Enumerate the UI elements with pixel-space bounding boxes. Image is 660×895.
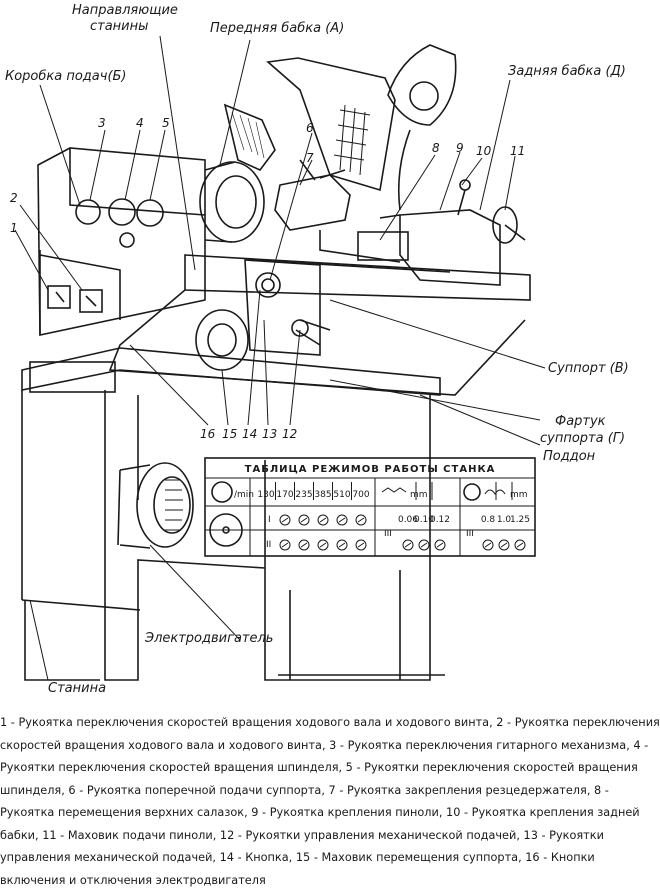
num-4: 4 <box>136 116 144 130</box>
num-12: 12 <box>282 427 297 441</box>
rpm-value-3: 385 <box>314 490 331 500</box>
thread-value-1: 1.0 <box>497 515 512 525</box>
rpm-value-0: 130 <box>257 490 274 500</box>
knob-slot-0 <box>281 517 289 523</box>
num-16: 16 <box>200 427 216 441</box>
knob-slot-10 <box>404 542 412 548</box>
part-labels: Направляющие станины Передняя бабка (А) … <box>5 3 629 696</box>
roman-iii-left: III <box>384 529 392 539</box>
knob-slot-15 <box>516 542 524 548</box>
knob-slot-8 <box>338 542 346 548</box>
knob-mark-12 <box>434 539 446 551</box>
knob-slot-9 <box>357 542 365 548</box>
thread-value-0: 0.8 <box>481 515 496 525</box>
rpm-value-1: 170 <box>276 490 293 500</box>
feed-value-1: 0.10 <box>414 515 434 525</box>
roman-i: I <box>268 515 271 525</box>
label-feedbox: Коробка подач(Б) <box>5 69 127 84</box>
knob-slot-4 <box>357 517 365 523</box>
num-10: 10 <box>476 144 492 158</box>
num-11: 11 <box>510 144 525 158</box>
leader-lines <box>14 35 546 681</box>
figure-caption: 1 - Рукоятка переключения скоростей вращ… <box>0 716 660 887</box>
label-headstock: Передняя бабка (А) <box>210 21 344 36</box>
knob-mark-10 <box>402 539 414 551</box>
knob-mark-5 <box>279 539 291 551</box>
knob-slot-1 <box>300 517 308 523</box>
num-14: 14 <box>242 427 257 441</box>
roman-ii-left: II <box>266 540 271 550</box>
rpm-unit: /min <box>234 490 254 500</box>
knob-mark-4 <box>355 514 367 526</box>
label-apron: Фартук суппорта (Г) <box>540 414 625 446</box>
knob-mark-14 <box>498 539 510 551</box>
knob-slot-11 <box>420 542 428 548</box>
num-3: 3 <box>98 116 106 130</box>
knob-mark-3 <box>336 514 348 526</box>
thread-value-2: 1.25 <box>510 515 530 525</box>
knob-slot-6 <box>300 542 308 548</box>
knob-mark-13 <box>482 539 494 551</box>
num-7: 7 <box>306 151 314 165</box>
knob-slot-2 <box>319 517 327 523</box>
num-8: 8 <box>432 141 440 155</box>
num-15: 15 <box>222 427 237 441</box>
label-motor: Электродвигатель <box>144 631 273 646</box>
knob-mark-0 <box>279 514 291 526</box>
feed-value-2: 0.12 <box>430 515 450 525</box>
rpm-value-2: 235 <box>295 490 312 500</box>
knob-slot-13 <box>484 542 492 548</box>
label-carriage: Суппорт (В) <box>548 361 629 376</box>
num-13: 13 <box>262 427 277 441</box>
feed-unit: mm <box>410 490 428 500</box>
knob-slot-3 <box>338 517 346 523</box>
knob-mark-9 <box>355 539 367 551</box>
knob-mark-8 <box>336 539 348 551</box>
feed-value-0: 0.06 <box>398 515 418 525</box>
feed-values: 0.060.100.12 <box>398 482 450 525</box>
selector-knob-marks <box>279 514 526 551</box>
knob-mark-1 <box>298 514 310 526</box>
knob-mark-11 <box>418 539 430 551</box>
knob-slot-12 <box>436 542 444 548</box>
num-5: 5 <box>162 116 170 130</box>
thread-unit: mm <box>510 490 528 500</box>
label-tray: Поддон <box>543 449 596 464</box>
roman-iii-right: III <box>466 529 474 539</box>
table-title: ТАБЛИЦА РЕЖИМОВ РАБОТЫ СТАНКА <box>245 464 496 475</box>
knob-slot-14 <box>500 542 508 548</box>
num-6: 6 <box>306 121 314 135</box>
label-tailstock: Задняя бабка (Д) <box>508 64 626 79</box>
knob-mark-7 <box>317 539 329 551</box>
knob-mark-2 <box>317 514 329 526</box>
rpm-value-4: 510 <box>333 490 350 500</box>
num-1: 1 <box>10 221 18 235</box>
num-9: 9 <box>456 141 464 155</box>
label-bed: Станина <box>48 681 106 696</box>
knob-mark-15 <box>514 539 526 551</box>
label-guides: Направляющие станины <box>72 3 182 34</box>
knob-slot-5 <box>281 542 289 548</box>
knob-mark-6 <box>298 539 310 551</box>
rpm-value-5: 700 <box>352 490 369 500</box>
num-2: 2 <box>10 191 18 205</box>
lathe-drawing <box>21 44 531 681</box>
knob-slot-7 <box>319 542 327 548</box>
